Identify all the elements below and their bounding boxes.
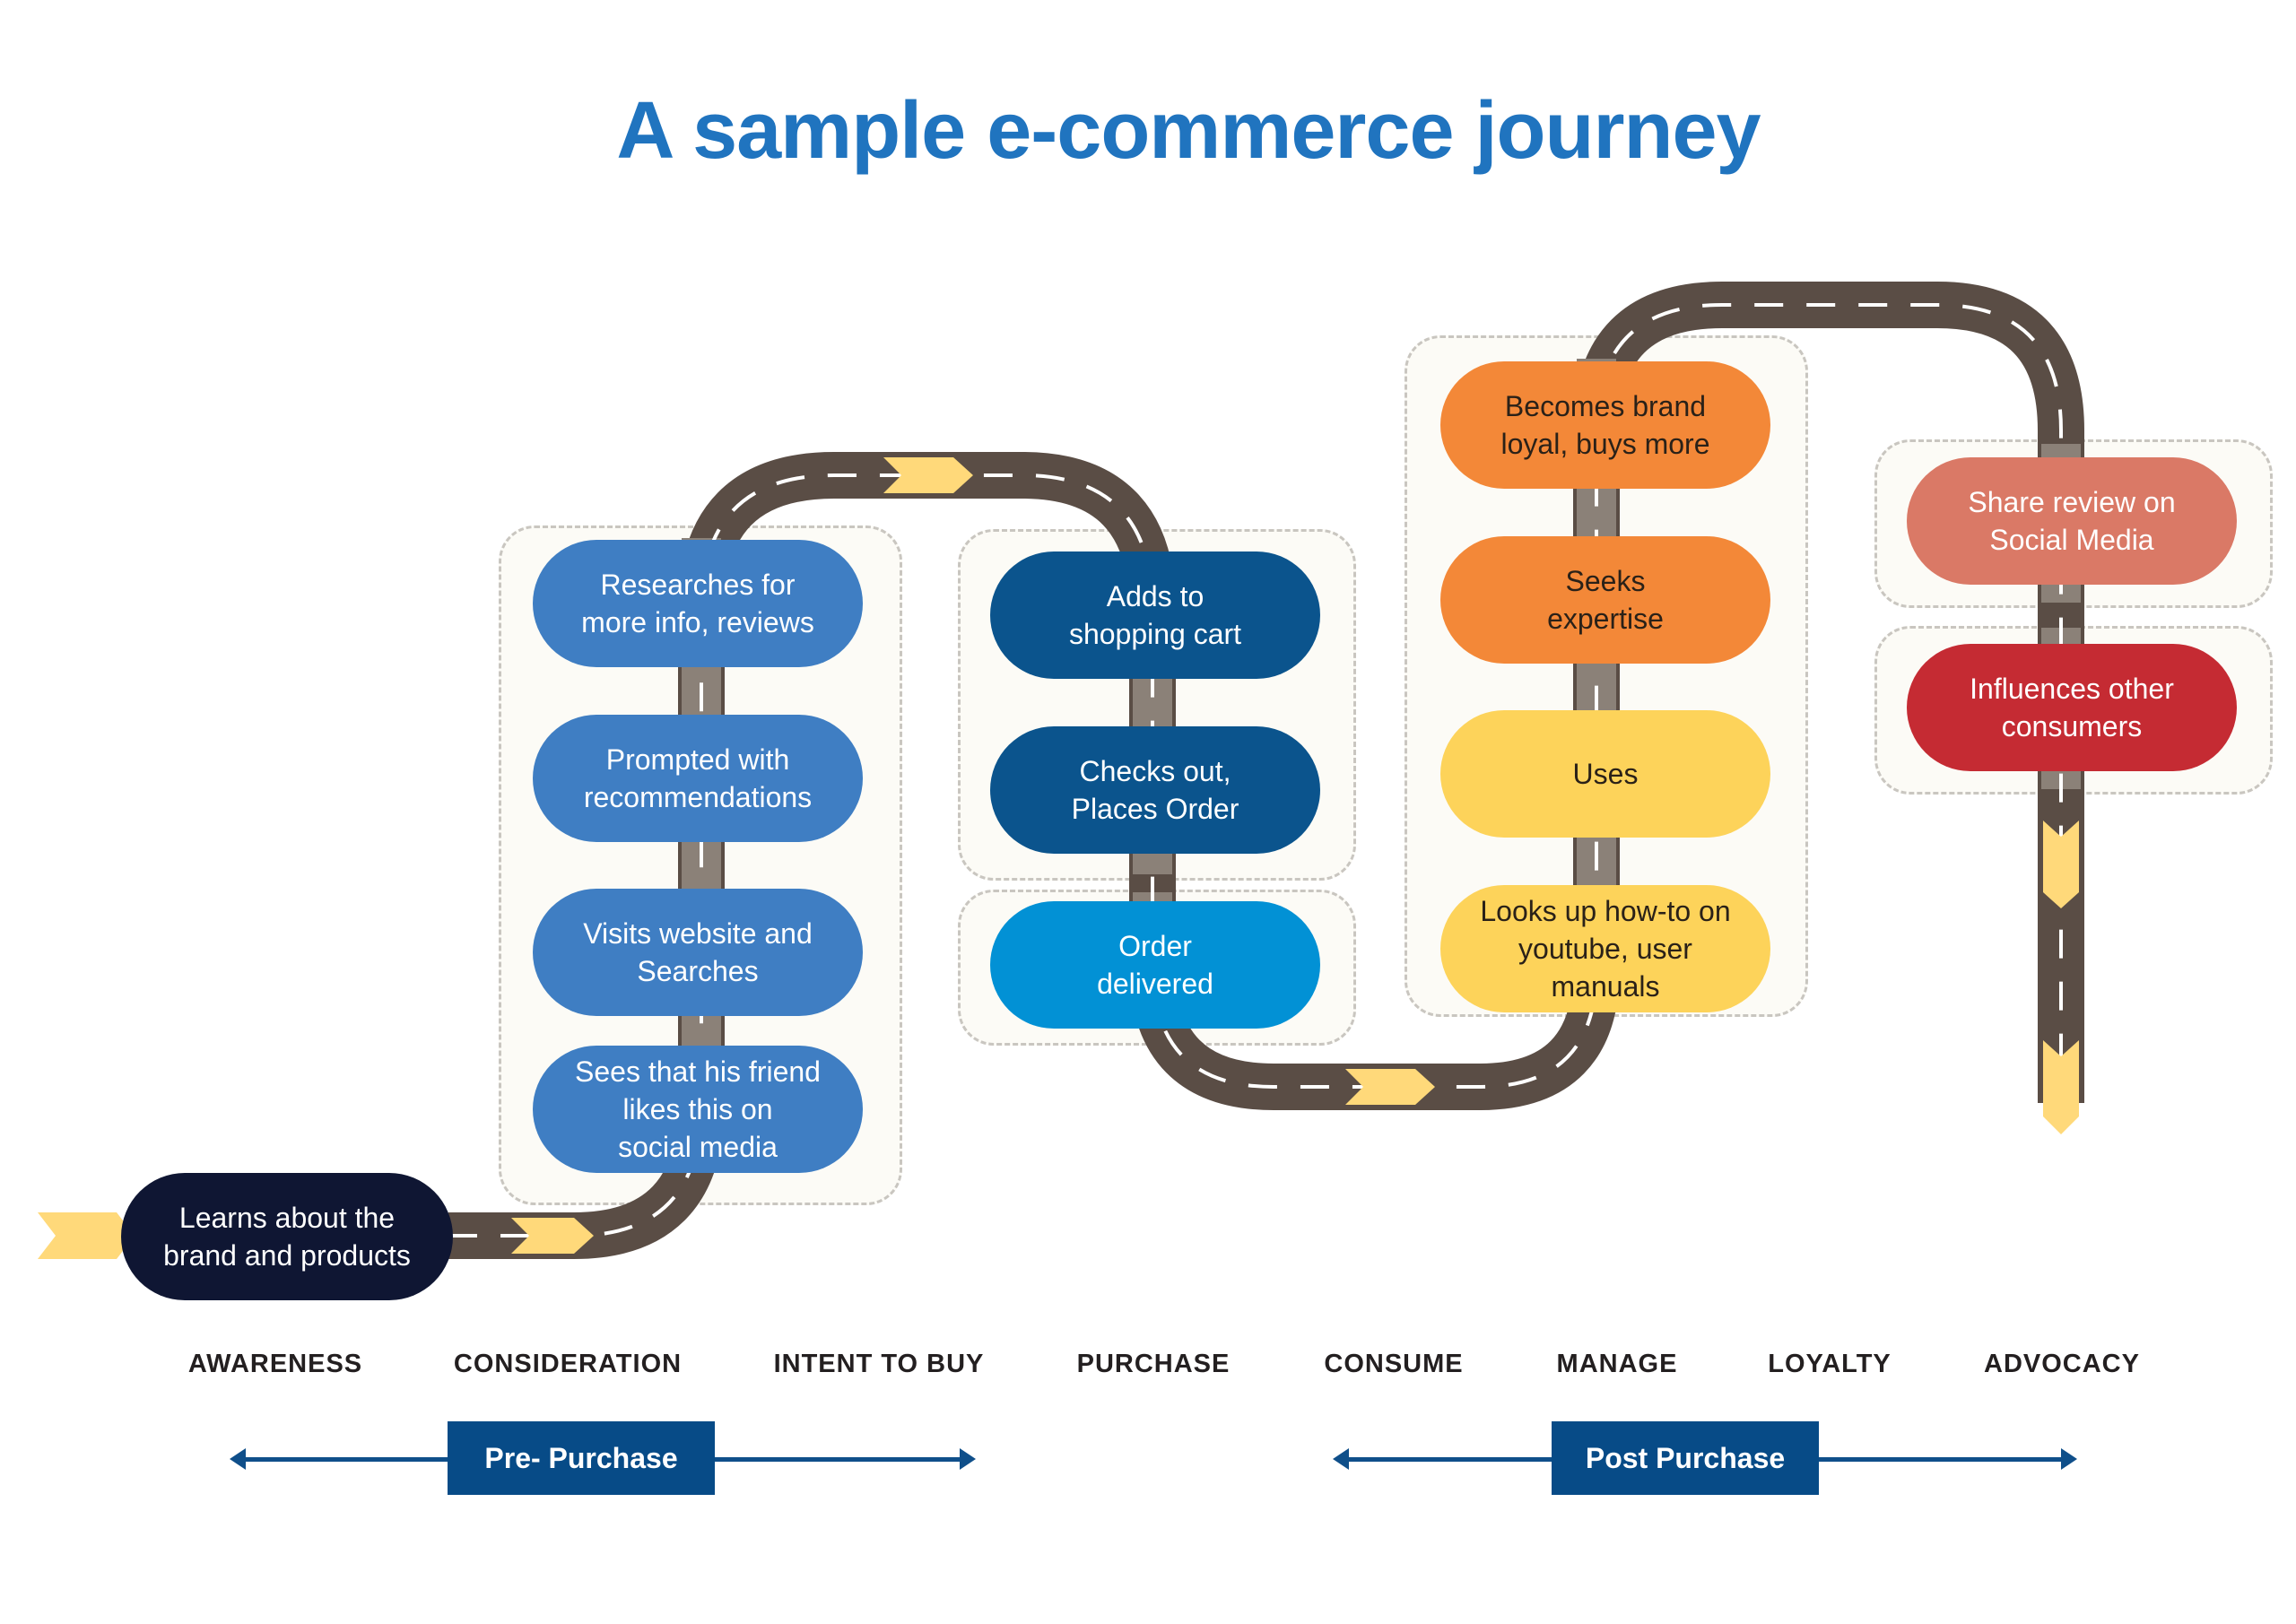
step-brand-loyal: Becomes brand loyal, buys more: [1440, 361, 1770, 489]
step-research: Researches for more info, reviews: [533, 540, 863, 667]
step-add-to-cart: Adds to shopping cart: [990, 551, 1320, 679]
step-looks-up-howto: Looks up how-to on youtube, user manuals: [1440, 885, 1770, 1012]
arrow-right-icon: [2061, 1448, 2077, 1470]
arrow-left-icon: [1333, 1448, 1349, 1470]
arrow-left-icon: [230, 1448, 246, 1470]
chevron-right-icon: [511, 1218, 594, 1254]
chevron-right-icon: [1345, 1069, 1435, 1105]
post-purchase-label: Post Purchase: [1552, 1421, 1819, 1495]
stage-loyalty: LOYALTY: [1768, 1350, 1892, 1378]
step-seeks-expertise: Seeks expertise: [1440, 536, 1770, 664]
chevron-right-icon: [883, 457, 973, 493]
step-share-review: Share review on Social Media: [1907, 457, 2237, 585]
page-title: A sample e-commerce journey: [616, 86, 1761, 176]
start-chevron-icon: [38, 1212, 135, 1259]
stage-purchase: PURCHASE: [1076, 1350, 1231, 1378]
stage-awareness: AWARENESS: [187, 1350, 363, 1378]
step-uses: Uses: [1440, 710, 1770, 838]
stage-manage: MANAGE: [1556, 1350, 1678, 1378]
step-recommendations: Prompted with recommendations: [533, 715, 863, 842]
stage-advocacy: ADVOCACY: [1984, 1350, 2140, 1378]
pre-purchase-label: Pre- Purchase: [448, 1421, 715, 1495]
arrow-right-icon: [960, 1448, 976, 1470]
step-influences: Influences other consumers: [1907, 644, 2237, 771]
chevron-down-icon: [2043, 821, 2079, 908]
chevron-down-icon: [2043, 1040, 2079, 1134]
stage-consume: CONSUME: [1324, 1350, 1464, 1378]
step-visits-website: Visits website and Searches: [533, 889, 863, 1016]
step-checkout: Checks out, Places Order: [990, 726, 1320, 854]
step-friend-social: Sees that his friend likes this on socia…: [533, 1046, 863, 1173]
stage-intent-to-buy: INTENT TO BUY: [773, 1350, 985, 1378]
step-awareness: Learns about the brand and products: [121, 1173, 453, 1300]
step-order-delivered: Order delivered: [990, 901, 1320, 1029]
stage-consideration: CONSIDERATION: [453, 1350, 683, 1378]
